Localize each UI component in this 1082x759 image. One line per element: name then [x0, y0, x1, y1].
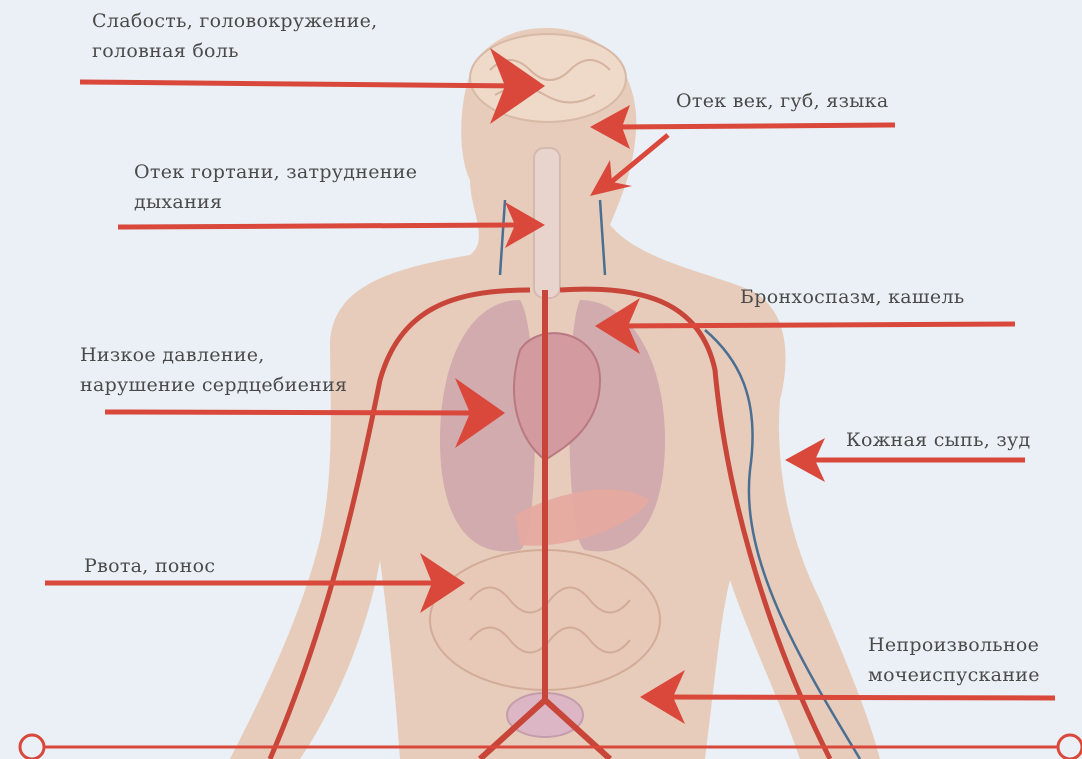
- timeline-left-node: [20, 735, 44, 759]
- label-eyelids: Отек век, губ, языка: [676, 86, 888, 116]
- label-pressure: Низкое давление, нарушение сердцебиения: [80, 340, 347, 400]
- label-weakness-line2: головная боль: [92, 36, 377, 66]
- label-urination: Непроизвольное мочеиспускание: [868, 630, 1040, 690]
- timeline-right-node: [1058, 735, 1082, 759]
- label-weakness-line1: Слабость, головокружение,: [92, 6, 377, 36]
- label-vomiting: Рвота, понос: [84, 551, 215, 581]
- label-larynx: Отек гортани, затруднение дыхания: [134, 157, 417, 217]
- label-larynx-line2: дыхания: [134, 187, 417, 217]
- label-urination-line1: Непроизвольное: [868, 630, 1040, 660]
- label-pressure-line2: нарушение сердцебиения: [80, 370, 347, 400]
- label-urination-line2: мочеиспускание: [868, 660, 1040, 690]
- label-bronchospasm-line1: Бронхоспазм, кашель: [740, 282, 964, 312]
- brain-shape: [470, 34, 626, 122]
- label-bronchospasm: Бронхоспазм, кашель: [740, 282, 964, 312]
- label-pressure-line1: Низкое давление,: [80, 340, 347, 370]
- label-eyelids-line1: Отек век, губ, языка: [676, 86, 888, 116]
- label-skin: Кожная сыпь, зуд: [846, 425, 1031, 455]
- label-skin-line1: Кожная сыпь, зуд: [846, 425, 1031, 455]
- label-larynx-line1: Отек гортани, затруднение: [134, 157, 417, 187]
- label-weakness: Слабость, головокружение, головная боль: [92, 6, 377, 66]
- label-vomiting-line1: Рвота, понос: [84, 551, 215, 581]
